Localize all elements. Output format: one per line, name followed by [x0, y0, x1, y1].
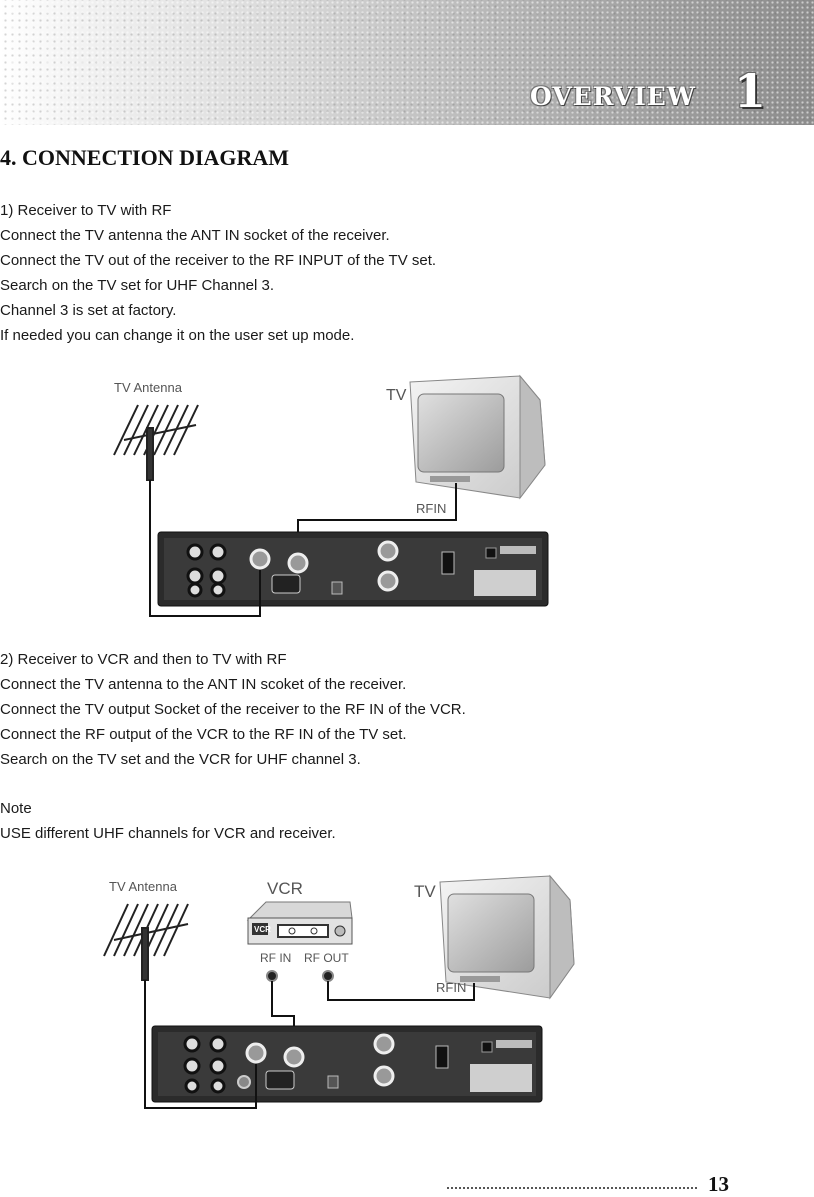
receiver-back-panel	[151, 1025, 543, 1103]
tv-label: TV	[386, 387, 407, 404]
vcr-device-text: VCR	[254, 925, 271, 934]
page-number: 13	[708, 1172, 729, 1196]
note-text: USE different UHF channels for VCR and r…	[0, 825, 336, 842]
cable-antenna	[149, 480, 261, 617]
header-title: OVERVIEW	[530, 82, 696, 111]
rf-in-label: RF IN	[260, 951, 291, 965]
part1-line: If needed you can change it on the user …	[0, 327, 355, 344]
part2-line: Connect the TV antenna to the ANT IN sco…	[0, 676, 407, 693]
antenna-icon	[103, 903, 189, 981]
part1-line: Search on the TV set for UHF Channel 3.	[0, 277, 275, 294]
antenna-icon	[113, 404, 199, 481]
part2-line: Search on the TV set and the VCR for UHF…	[0, 751, 361, 768]
tv-icon	[409, 374, 546, 500]
note-title: Note	[0, 800, 32, 817]
header-band	[0, 0, 814, 125]
vcr-label: VCR	[267, 879, 303, 898]
part2-line: 2) Receiver to VCR and then to TV with R…	[0, 651, 287, 668]
rfin-label: RFIN	[436, 980, 466, 995]
tv-icon	[439, 874, 575, 1000]
antenna-label: TV Antenna	[114, 380, 183, 395]
rf-in-jack	[266, 970, 278, 982]
rf-out-jack	[322, 970, 334, 982]
antenna-label: TV Antenna	[109, 879, 178, 894]
chapter-number: 1	[734, 64, 767, 118]
part1-text: 1) Receiver to TV with RF Connect the TV…	[0, 198, 436, 348]
section-heading: 4. CONNECTION DIAGRAM	[0, 145, 290, 170]
tv-label: TV	[414, 882, 436, 901]
part1-line: Connect the TV antenna the ANT IN socket…	[0, 227, 390, 244]
part2-line: Connect the TV output Socket of the rece…	[0, 701, 466, 718]
receiver-back-panel	[157, 531, 549, 607]
diagram-receiver-to-tv: TV Antenna TV RFIN	[100, 370, 560, 620]
cable-vcr-to-tv	[327, 981, 475, 1001]
cable-antenna	[144, 980, 257, 1109]
vcr-icon: VCR	[246, 901, 353, 945]
part2-text: 2) Receiver to VCR and then to TV with R…	[0, 647, 466, 772]
part1-line: Channel 3 is set at factory.	[0, 302, 177, 319]
diagram-receiver-vcr-tv: TV Antenna VCR VCR RF IN RF OUT TV	[96, 868, 586, 1118]
rfin-label: RFIN	[416, 501, 446, 516]
rf-out-label: RF OUT	[304, 951, 349, 965]
note-block: Note USE different UHF channels for VCR …	[0, 796, 336, 846]
part1-line: 1) Receiver to TV with RF	[0, 202, 172, 219]
part1-line: Connect the TV out of the receiver to th…	[0, 252, 437, 269]
part2-line: Connect the RF output of the VCR to the …	[0, 726, 407, 743]
footer-dotted-rule	[447, 1187, 697, 1189]
